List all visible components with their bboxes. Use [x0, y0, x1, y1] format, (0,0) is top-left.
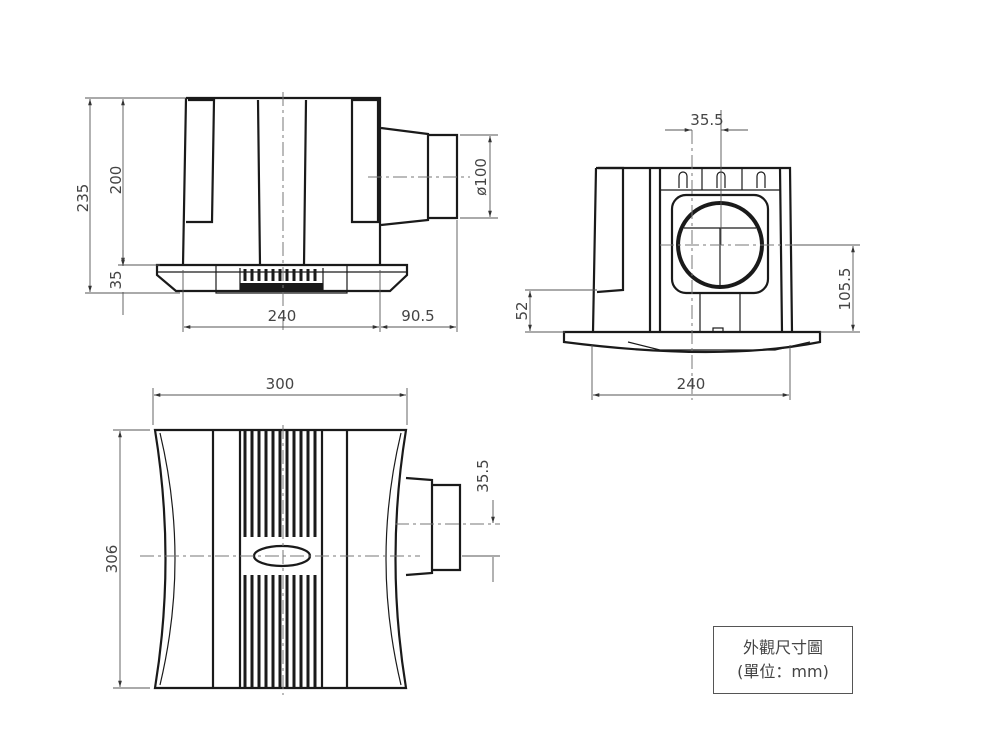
dim-top-depth: 306 [103, 545, 121, 574]
dim-tray-height: 35 [107, 270, 125, 289]
dim-duct-offset: 35.5 [690, 111, 723, 129]
side-view: 235 200 35 240 90.5 ø100 [74, 92, 498, 332]
dim-duct-length: 90.5 [401, 307, 434, 325]
grille-lower [243, 575, 317, 688]
front-view: 35.5 105.5 52 240 [513, 110, 860, 400]
dim-duct-diameter: ø100 [472, 158, 490, 196]
dim-top-width: 300 [266, 375, 295, 393]
dim-total-height: 235 [74, 184, 92, 213]
dim-body-height: 200 [107, 166, 125, 195]
dim-body-width: 240 [268, 307, 297, 325]
grille [240, 269, 323, 292]
legend-title: 外觀尺寸圖 [742, 638, 823, 657]
top-view: 300 306 35.5 [103, 375, 500, 695]
legend-box: 外觀尺寸圖 (單位：mm) [713, 626, 853, 694]
dim-side-height: 52 [513, 301, 531, 320]
dim-top-duct-offset: 35.5 [474, 459, 492, 492]
legend-unit: (單位：mm) [737, 662, 829, 681]
grille-upper [243, 430, 317, 537]
dim-duct-center-height: 105.5 [836, 268, 854, 311]
dim-front-width: 240 [677, 375, 706, 393]
